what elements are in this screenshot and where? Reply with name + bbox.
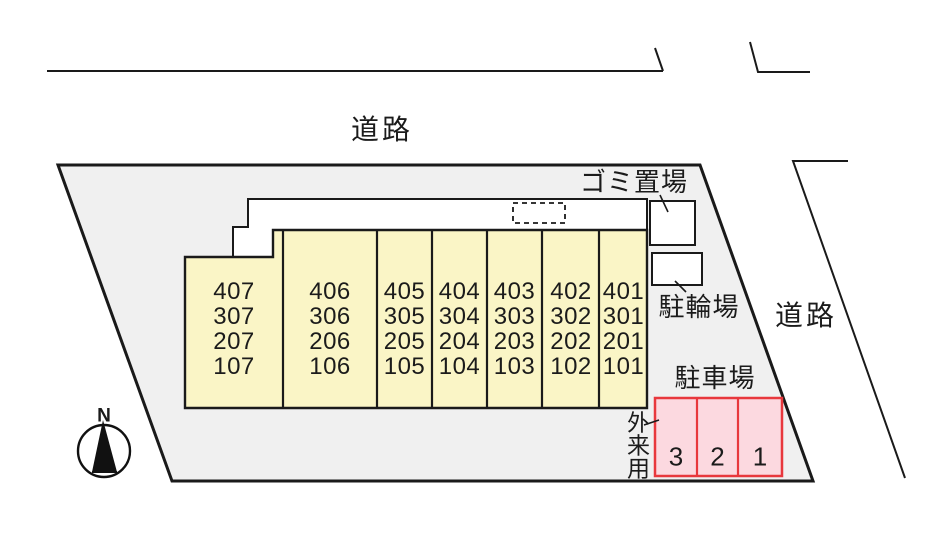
room-number: 101: [602, 353, 645, 380]
room-number: 203: [493, 328, 536, 355]
parking-stall-number: 3: [668, 441, 684, 472]
room-number: 304: [438, 303, 481, 330]
room-number: 106: [309, 353, 351, 380]
room-number: 201: [602, 328, 645, 355]
room-number: 303: [493, 303, 536, 330]
room-number: 407: [213, 278, 255, 305]
road-edge-top-tick: [654, 47, 664, 72]
room-number: 206: [309, 328, 351, 355]
room-number: 205: [383, 328, 426, 355]
room-number: 102: [550, 353, 592, 380]
parking-stall-number: 1: [752, 441, 768, 472]
room-number: 105: [383, 353, 426, 380]
visitor-leader-line: [643, 419, 660, 426]
parking-stalls-box: [653, 396, 784, 478]
compass-needle-icon: [92, 420, 117, 472]
room-number: 204: [438, 328, 481, 355]
parking-stall-number: 2: [710, 441, 725, 472]
room-number: 306: [309, 303, 351, 330]
garbage-area-box: [649, 200, 696, 246]
room-number: 404: [438, 278, 481, 305]
room-number: 301: [602, 303, 645, 330]
unit-divider-lines: [281, 230, 601, 408]
compass: [76, 420, 132, 479]
building-outline: [183, 228, 649, 410]
room-number: 406: [309, 278, 351, 305]
room-number: 302: [550, 303, 592, 330]
room-number: 104: [438, 353, 481, 380]
room-number: 403: [493, 278, 536, 305]
room-number: 405: [383, 278, 426, 305]
room-number: 307: [213, 303, 255, 330]
room-number: 202: [550, 328, 592, 355]
room-number: 103: [493, 353, 536, 380]
road-edge-right: [791, 160, 906, 479]
garbage-leader-line: [659, 194, 669, 213]
room-number: 402: [550, 278, 592, 305]
room-number: 401: [602, 278, 645, 305]
bicycle-leader-line: [674, 280, 687, 293]
room-number: 107: [213, 353, 255, 380]
room-number: 305: [383, 303, 426, 330]
road-corner-upper-right: [749, 41, 810, 73]
bicycle-parking-box: [651, 252, 703, 286]
room-number: 207: [213, 328, 255, 355]
